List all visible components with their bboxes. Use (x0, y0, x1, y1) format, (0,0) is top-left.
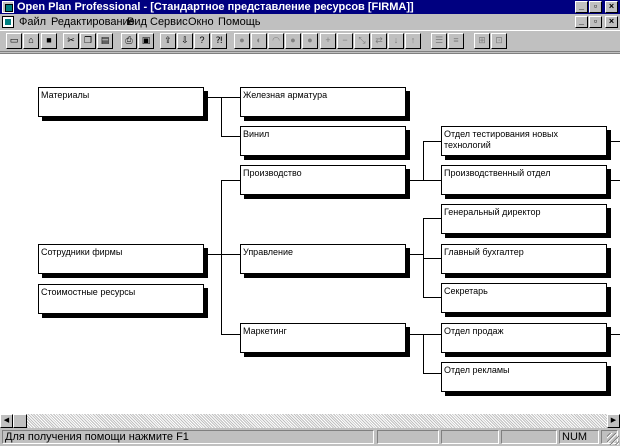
status-num-indicator: NUM (559, 430, 599, 444)
menu-bar: Файл Редактирование Вид Сервис Окно Помо… (0, 14, 620, 30)
maximize-button[interactable]: ▫ (589, 1, 602, 13)
new-doc-icon[interactable]: ▭ (6, 33, 22, 49)
print-preview-icon[interactable]: ▣ (138, 33, 154, 49)
connector-line (205, 97, 221, 98)
node-production[interactable]: Производство (240, 165, 406, 195)
connector-line (423, 334, 442, 335)
connector-line (407, 334, 423, 335)
app-icon[interactable] (2, 1, 14, 13)
connector-line (221, 136, 241, 137)
node-materials[interactable]: Материалы (38, 87, 204, 117)
import-icon[interactable]: ⇪ (160, 33, 176, 49)
node-marketing[interactable]: Маркетинг (240, 323, 406, 353)
half-circle-tool-icon[interactable]: ◐ (251, 33, 267, 49)
connector-line (205, 254, 221, 255)
connector-line (221, 254, 241, 255)
menu-window[interactable]: Окно (188, 16, 214, 28)
connector-line (610, 141, 620, 142)
document-icon[interactable] (2, 16, 14, 28)
connector-line (610, 334, 620, 335)
menu-service[interactable]: Сервис (150, 16, 188, 28)
node-secretary[interactable]: Секретарь (441, 283, 607, 313)
window-title: Open Plan Professional - [Стандартное пр… (17, 1, 414, 13)
circle-tool-icon[interactable]: ● (234, 33, 250, 49)
doc-minimize-button[interactable]: _ (575, 16, 588, 28)
doc-close-button[interactable]: × (605, 16, 618, 28)
menu-view[interactable]: Вид (127, 16, 147, 28)
node-rebar[interactable]: Железная арматура (240, 87, 406, 117)
resize-grip-icon[interactable] (607, 433, 619, 445)
node-chief-accountant[interactable]: Главный бухгалтер (441, 244, 607, 274)
status-bar: Для получения помощи нажмите F1 NUM (0, 428, 620, 446)
circle-tool-2-icon[interactable]: ● (285, 33, 301, 49)
arch-tool-icon[interactable]: ◠ (268, 33, 284, 49)
minimize-button[interactable]: _ (575, 1, 588, 13)
status-panel-1 (377, 430, 439, 444)
node-production-dept[interactable]: Производственный отдел (441, 165, 607, 195)
add-icon[interactable]: + (320, 33, 336, 49)
filter-icon[interactable]: ☰ (431, 33, 447, 49)
copy-icon[interactable]: ❐ (80, 33, 96, 49)
node-employees[interactable]: Сотрудники фирмы (38, 244, 204, 274)
status-message: Для получения помощи нажмите F1 (2, 430, 374, 444)
save-icon[interactable]: ■ (41, 33, 57, 49)
status-panel-3 (501, 430, 557, 444)
connector-line (221, 180, 222, 334)
toolbar: ▭⌂■✂❐▤⎙▣⇪⇩?⁈●◐◠●●+−⤡⇄↓↑☰≡⊞⊡ (0, 30, 620, 52)
menu-file[interactable]: Файл (19, 16, 47, 28)
title-bar: Open Plan Professional - [Стандартное пр… (0, 0, 620, 14)
print-icon[interactable]: ⎙ (121, 33, 137, 49)
export-icon[interactable]: ⇩ (177, 33, 193, 49)
resource-structure-canvas[interactable]: Материалы Сотрудники фирмы Стоимостные р… (0, 53, 620, 414)
node-advertising-dept[interactable]: Отдел рекламы (441, 362, 607, 392)
connector-line (423, 334, 424, 374)
link-icon[interactable]: ⤡ (354, 33, 370, 49)
sort-icon[interactable]: ≡ (448, 33, 464, 49)
connector-line (221, 97, 222, 137)
close-button[interactable]: × (605, 1, 618, 13)
connector-line (423, 141, 424, 181)
context-help-icon[interactable]: ⁈ (211, 33, 227, 49)
zoom-in-icon[interactable]: ⊞ (474, 33, 490, 49)
help-icon[interactable]: ? (194, 33, 210, 49)
node-general-director[interactable]: Генеральный директор (441, 204, 607, 234)
open-folder-icon[interactable]: ⌂ (23, 33, 39, 49)
connector-line (423, 373, 442, 374)
zoom-fit-icon[interactable]: ⊡ (491, 33, 507, 49)
node-testing-dept[interactable]: Отдел тестирования новых технологий (441, 126, 607, 156)
node-vinyl[interactable]: Винил (240, 126, 406, 156)
node-cost-resources[interactable]: Стоимостные ресурсы (38, 284, 204, 314)
connector-line (221, 97, 241, 98)
connector-line (423, 218, 442, 219)
unlink-icon[interactable]: ⇄ (371, 33, 387, 49)
node-management[interactable]: Управление (240, 244, 406, 274)
connector-line (423, 258, 442, 259)
scroll-thumb[interactable] (13, 414, 27, 428)
connector-line (423, 180, 442, 181)
menu-edit[interactable]: Редактирование (51, 16, 135, 28)
horizontal-scrollbar[interactable]: ◀ ▶ (0, 414, 620, 428)
move-up-icon[interactable]: ↑ (405, 33, 421, 49)
connector-line (610, 180, 620, 181)
cut-icon[interactable]: ✂ (63, 33, 79, 49)
connector-line (221, 180, 241, 181)
connector-line (423, 297, 442, 298)
menu-help[interactable]: Помощь (218, 16, 261, 28)
node-sales-dept[interactable]: Отдел продаж (441, 323, 607, 353)
paste-icon[interactable]: ▤ (97, 33, 113, 49)
remove-icon[interactable]: − (337, 33, 353, 49)
connector-line (423, 141, 442, 142)
connector-line (407, 254, 423, 255)
doc-restore-button[interactable]: ▫ (589, 16, 602, 28)
scroll-left-icon[interactable]: ◀ (0, 414, 13, 428)
connector-line (407, 180, 423, 181)
status-panel-2 (441, 430, 499, 444)
connector-line (221, 334, 241, 335)
move-down-icon[interactable]: ↓ (388, 33, 404, 49)
circle-tool-3-icon[interactable]: ● (302, 33, 318, 49)
scroll-track[interactable] (13, 414, 607, 428)
scroll-right-icon[interactable]: ▶ (607, 414, 620, 428)
